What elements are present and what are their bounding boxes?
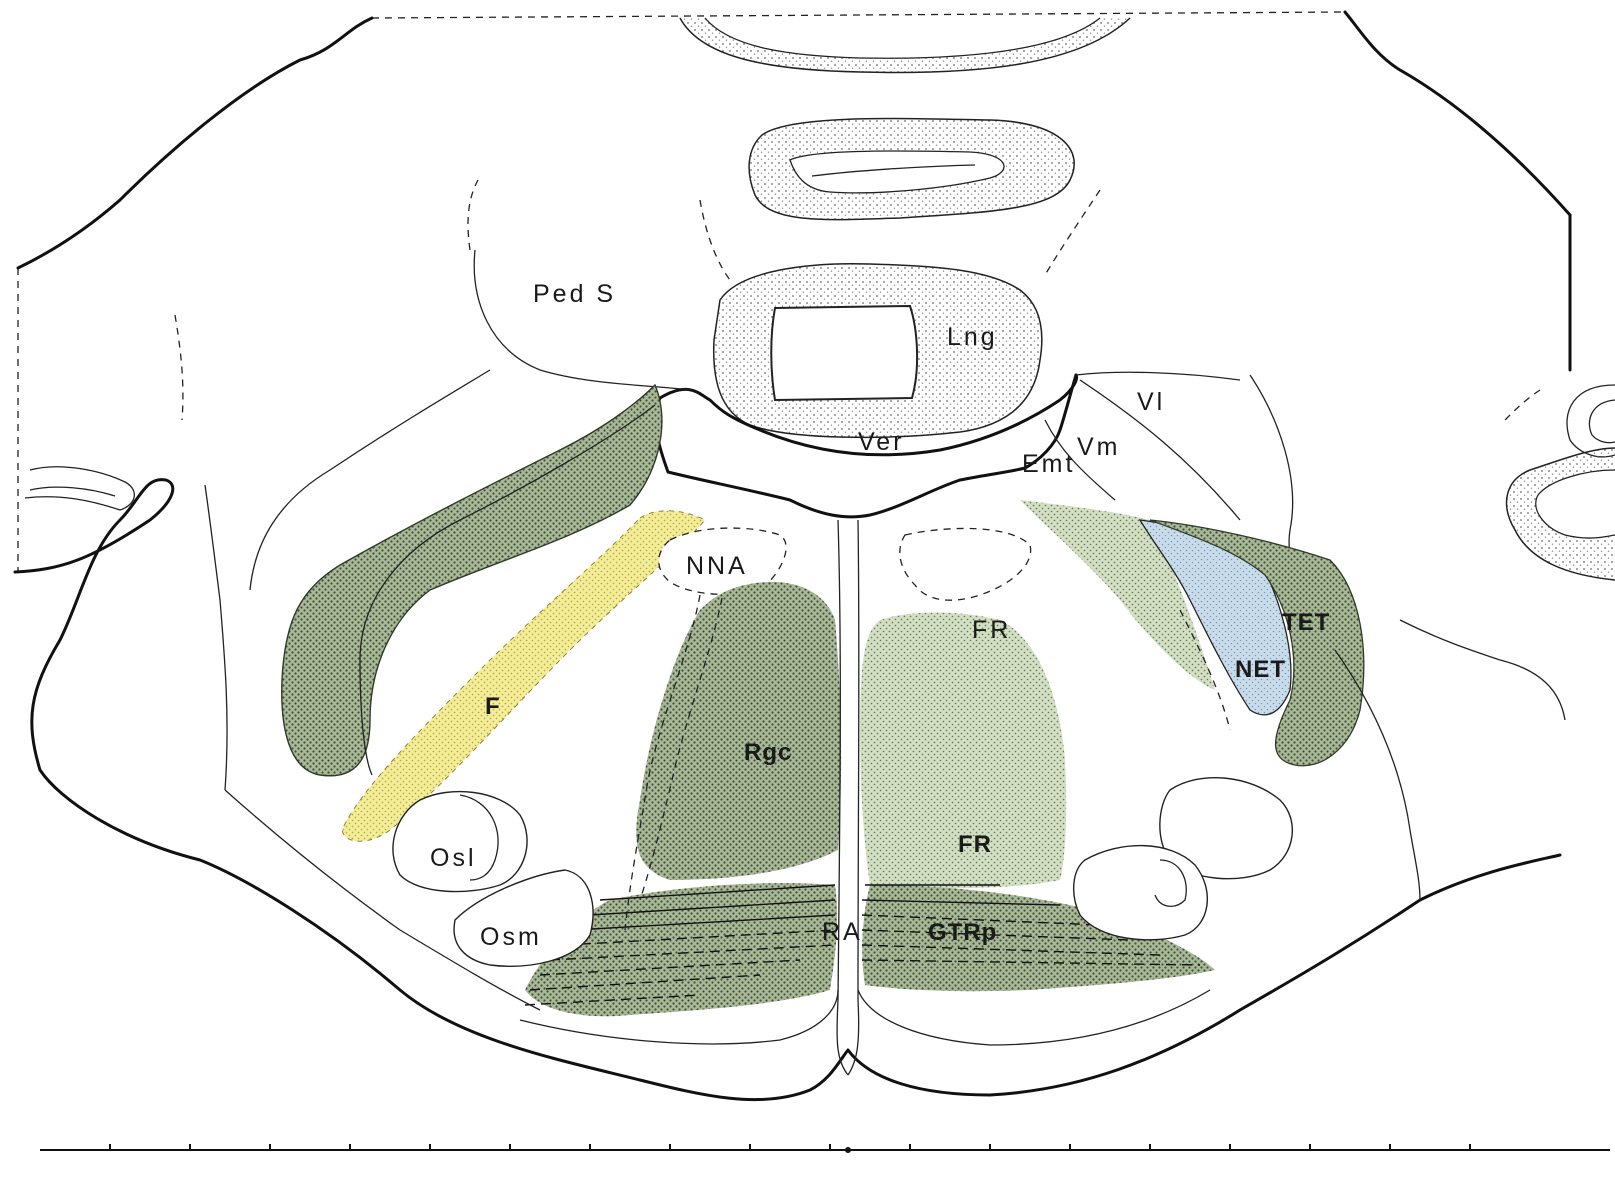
left-lobe-inner [30,487,115,496]
right-lobe-upper [1567,385,1615,457]
label-vl: Vl [1137,388,1165,416]
label-net: NET [1235,656,1286,683]
scale-bar [40,1144,1610,1153]
right-lobe-upper-inner [1589,400,1615,443]
ped-s-dashed-left [468,180,478,250]
label-osm: Osm [480,923,542,951]
label-ra: RA [822,918,863,946]
left-lateral-line-2 [205,485,227,790]
top-cut-line [372,12,1345,18]
region-rgc [636,582,841,880]
label-ped-s: Ped S [533,280,616,308]
region-fr-upper-outline [900,528,1031,600]
label-nna: NNA [686,552,748,580]
dorsal-dashed-right [1045,190,1100,275]
olive-right [1074,778,1293,940]
label-gtrp: GTRp [928,919,997,946]
label-fr-upper: FR [972,616,1011,644]
lingula-cavity [771,306,917,400]
label-tet: TET [1282,609,1330,636]
lateral-right-2 [1400,620,1565,720]
label-osl: Osl [430,844,477,872]
ventral-lobe-right [858,990,1210,1045]
label-ver: Ver [858,428,905,456]
peduncle-boundary-left [474,250,690,390]
peduncle-boundary-right [1076,372,1240,380]
label-vm: Vm [1077,433,1121,461]
label-lng: Lng [947,323,998,351]
label-fr-lower: FR [958,831,992,858]
lateral-dashed-left [175,315,183,420]
label-f: F [485,693,501,720]
raphe-right [848,520,859,1075]
lateral-dashed-right [1505,390,1540,420]
ped-s-dashed-right [700,200,730,280]
label-emt: Emt [1022,450,1075,478]
label-rgc: Rgc [744,739,792,766]
